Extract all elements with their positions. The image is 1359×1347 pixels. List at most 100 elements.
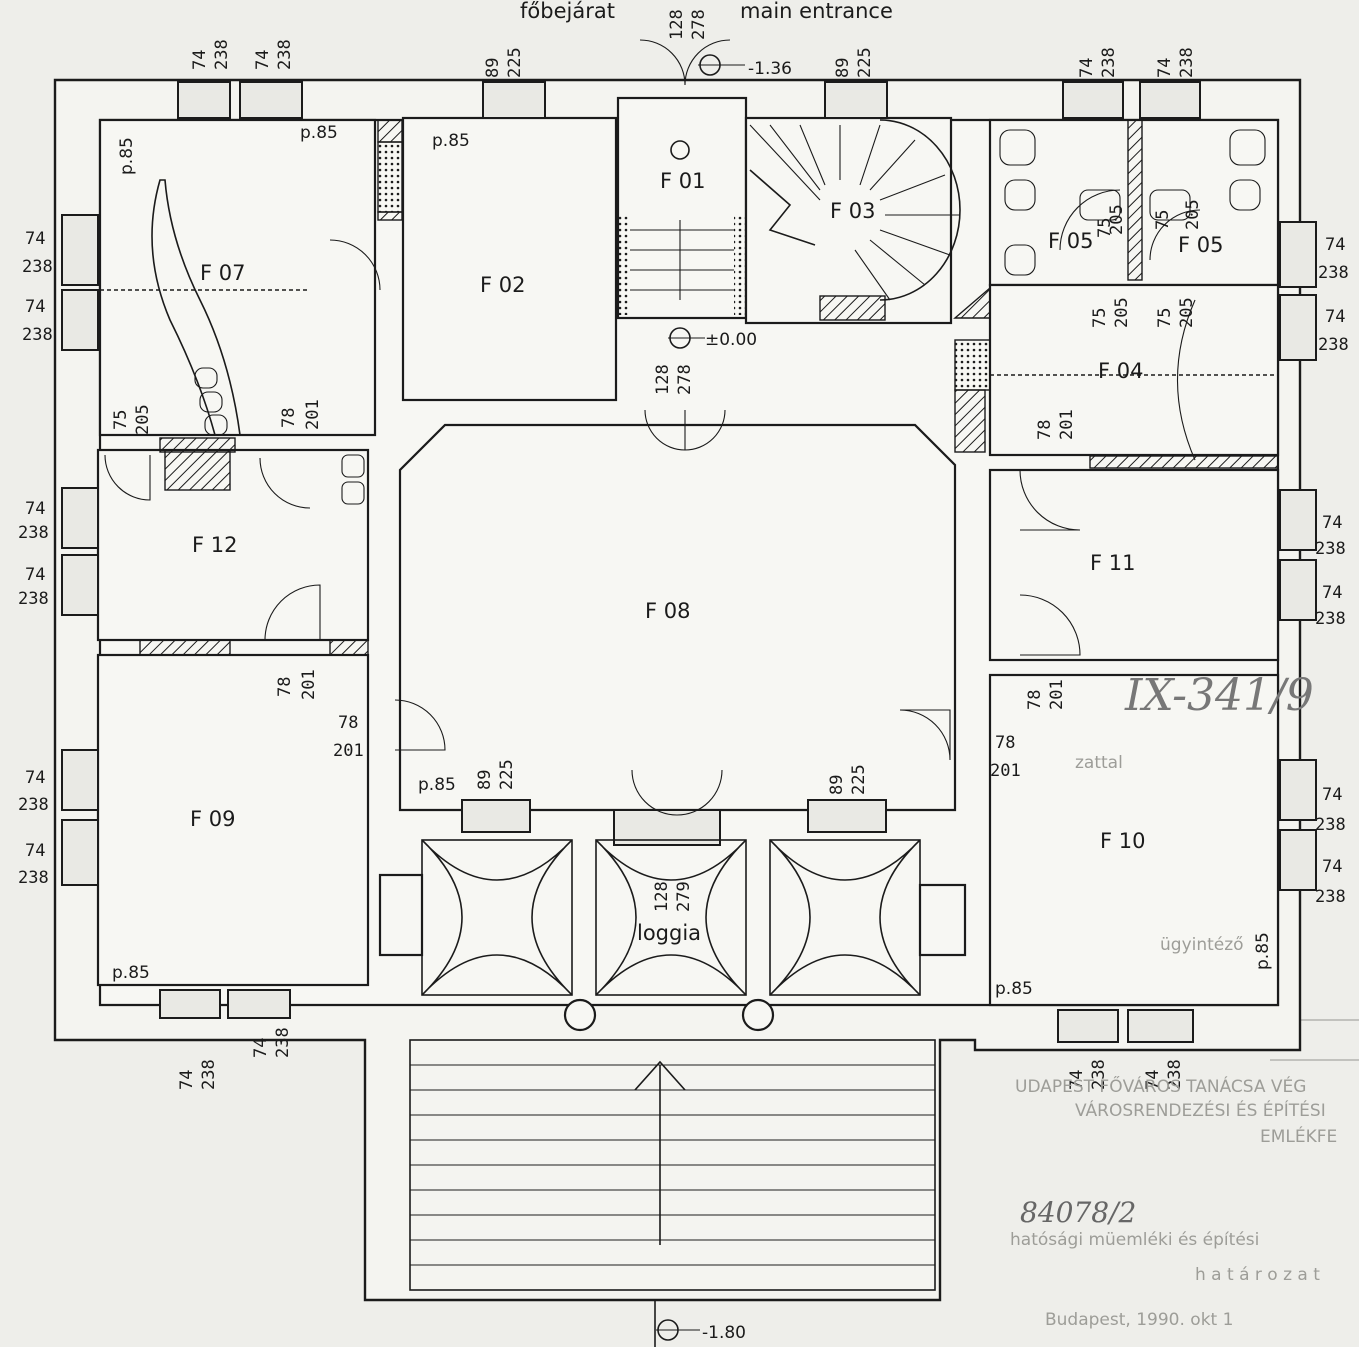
svg-text:238: 238 [22,257,53,277]
svg-text:74: 74 [253,50,273,70]
svg-text:75: 75 [1090,308,1110,328]
svg-text:78: 78 [1025,690,1045,710]
svg-text:238: 238 [1318,263,1349,283]
svg-text:78: 78 [338,713,358,733]
svg-text:74: 74 [25,499,45,519]
svg-text:238: 238 [18,868,49,888]
svg-text:201: 201 [990,761,1021,781]
windows [61,81,1317,1043]
svg-text:74: 74 [190,50,210,70]
svg-text:74: 74 [1155,58,1175,78]
room-f03: F 03 [830,199,875,223]
room-f09: F 09 [190,807,235,831]
parapet-f09: p.85 [112,963,150,983]
svg-text:238: 238 [273,1027,293,1058]
svg-text:238: 238 [22,325,53,345]
stamp-line-2: VÁROSRENDEZÉSI ÉS ÉPÍTÉSI [1075,1099,1326,1121]
svg-text:238: 238 [212,39,232,70]
level-ground: -1.80 [702,1323,746,1343]
svg-text:225: 225 [855,47,875,78]
svg-text:74: 74 [1325,307,1345,327]
stamp-date: Budapest, 1990. okt 1 [1045,1310,1233,1330]
svg-text:238: 238 [18,523,49,543]
svg-text:74: 74 [1322,785,1342,805]
entrance-label-en: main entrance [740,0,893,23]
svg-text:201: 201 [333,741,364,761]
svg-text:238: 238 [18,795,49,815]
svg-text:201: 201 [1057,409,1077,440]
parapet-f10: p.85 [995,979,1033,999]
svg-text:89: 89 [483,58,503,78]
svg-text:74: 74 [1143,1070,1163,1090]
svg-text:78: 78 [1035,420,1055,440]
room-f04: F 04 [1098,359,1143,383]
entrance-label-hu: főbejárat [520,0,615,23]
svg-text:238: 238 [1318,335,1349,355]
svg-text:78: 78 [279,408,299,428]
svg-text:74: 74 [25,768,45,788]
svg-text:238: 238 [275,39,295,70]
room-f10: F 10 [1100,829,1145,853]
svg-text:128: 128 [653,364,673,395]
svg-text:89: 89 [833,58,853,78]
front-steps [409,1039,936,1347]
room-f05-right: F 05 [1178,233,1223,257]
note-zattal: zattal [1075,753,1123,773]
room-loggia: loggia [637,921,701,945]
room-f11: F 11 [1090,551,1135,575]
svg-text:201: 201 [303,399,323,430]
svg-text:78: 78 [995,733,1015,753]
svg-text:205: 205 [1177,297,1197,328]
svg-text:75: 75 [111,410,131,430]
level-entrance: -1.36 [748,59,792,79]
svg-text:278: 278 [689,9,709,40]
svg-text:74: 74 [25,565,45,585]
svg-text:238: 238 [1089,1059,1109,1090]
svg-text:238: 238 [1315,539,1346,559]
svg-text:238: 238 [1165,1059,1185,1090]
svg-text:225: 225 [849,764,869,795]
svg-text:75: 75 [1155,308,1175,328]
sanitary-fixtures [100,129,1278,505]
stamp-line-3: EMLÉKFE [1260,1125,1337,1147]
parapet-f10-side: p.85 [1253,932,1273,970]
dimension-labels: 74 238 74 238 89 225 128 278 89 225 74 2… [18,9,1349,1090]
svg-text:74: 74 [1077,58,1097,78]
svg-text:74: 74 [251,1038,271,1058]
door-swings [104,39,1201,816]
svg-text:74: 74 [1322,857,1342,877]
svg-text:205: 205 [133,404,153,435]
room-f05-left: F 05 [1048,229,1093,253]
svg-text:74: 74 [25,297,45,317]
parapet-f07: p.85 [300,123,338,143]
svg-text:75: 75 [1153,210,1173,230]
svg-text:74: 74 [177,1070,197,1090]
interior-walls [96,96,1280,1007]
svg-text:238: 238 [199,1059,219,1090]
svg-text:205: 205 [1183,199,1203,230]
svg-text:128: 128 [667,9,687,40]
room-f07: F 07 [200,261,245,285]
svg-text:74: 74 [1322,513,1342,533]
stamp-line-4: hatósági müemléki és építési [1010,1230,1259,1250]
svg-text:75: 75 [1095,218,1115,238]
svg-text:74: 74 [1322,583,1342,603]
svg-text:205: 205 [1112,297,1132,328]
svg-text:74: 74 [25,841,45,861]
level-zero: ±0.00 [705,330,757,350]
parapet-f08: p.85 [418,775,456,795]
svg-text:201: 201 [299,669,319,700]
svg-text:74: 74 [25,229,45,249]
svg-text:205: 205 [1107,204,1127,235]
svg-text:225: 225 [505,47,525,78]
room-f08: F 08 [645,599,690,623]
stamp-line-5: h a t á r o z a t [1195,1265,1320,1285]
svg-text:74: 74 [1067,1070,1087,1090]
loggia-vaults [378,839,967,1032]
stamp-line-1: UDAPEST FŐVÁROS TANÁCSA VÉG [1015,1075,1306,1097]
svg-text:238: 238 [1315,609,1346,629]
labels: főbejárat main entrance F 01 F 02 F 03 F… [18,0,1349,1343]
svg-text:238: 238 [1099,47,1119,78]
svg-text:238: 238 [18,589,49,609]
parapet-f07-side: p.85 [117,137,137,175]
